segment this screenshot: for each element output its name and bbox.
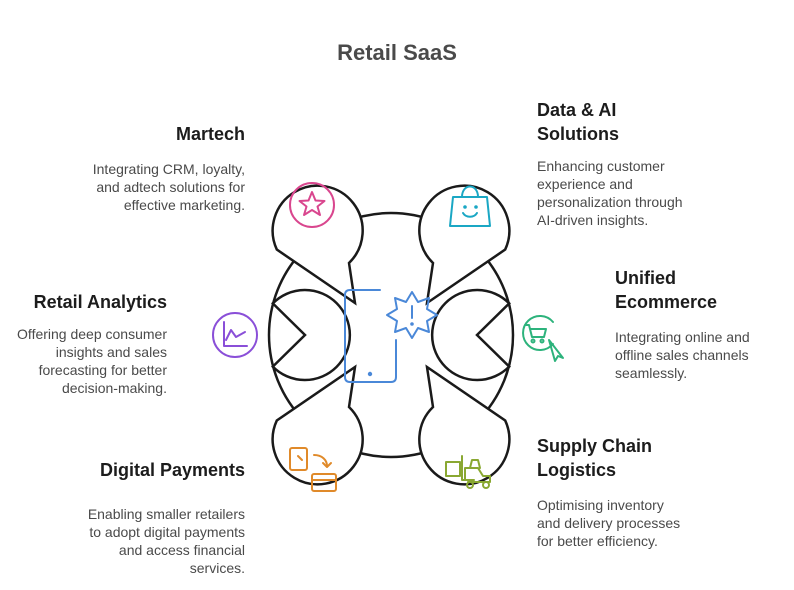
digital-payments-heading: Digital Payments (99, 460, 245, 480)
unified-ecommerce-heading: Unified Ecommerce (615, 268, 718, 312)
digital-payments-node (271, 364, 364, 486)
line-chart-icon (212, 312, 258, 358)
retail-analytics-description: Offering deep consumer insights and sale… (17, 326, 167, 396)
retail-analytics-heading: Retail Analytics (33, 292, 167, 312)
unified-ecommerce-node (430, 288, 511, 382)
supply-chain-node (418, 364, 511, 486)
cart-cursor-icon (522, 315, 564, 362)
supply-chain-heading: Supply Chain Logistics (537, 436, 653, 480)
forklift-icon (445, 455, 491, 489)
shopping-bag-smile-icon (449, 185, 491, 227)
mobile-alert-icon (344, 289, 438, 383)
martech-heading: Martech (175, 124, 245, 144)
data-ai-heading: Data & AI Solutions (537, 100, 619, 144)
martech-description: Integrating CRM, loyalty, and adtech sol… (92, 161, 245, 213)
data-ai-description: Enhancing customer experience and person… (537, 158, 683, 228)
data-ai-node (418, 184, 511, 306)
martech-node (271, 184, 364, 306)
star-icon (289, 182, 335, 228)
supply-chain-description: Optimising inventory and delivery proces… (537, 497, 681, 549)
unified-ecommerce-description: Integrating online and offline sales cha… (615, 329, 750, 381)
digital-payments-description: Enabling smaller retailers to adopt digi… (87, 506, 245, 576)
retail-analytics-node (271, 288, 352, 382)
page-title: Retail SaaS (337, 40, 457, 65)
card-exchange-icon (289, 447, 337, 492)
